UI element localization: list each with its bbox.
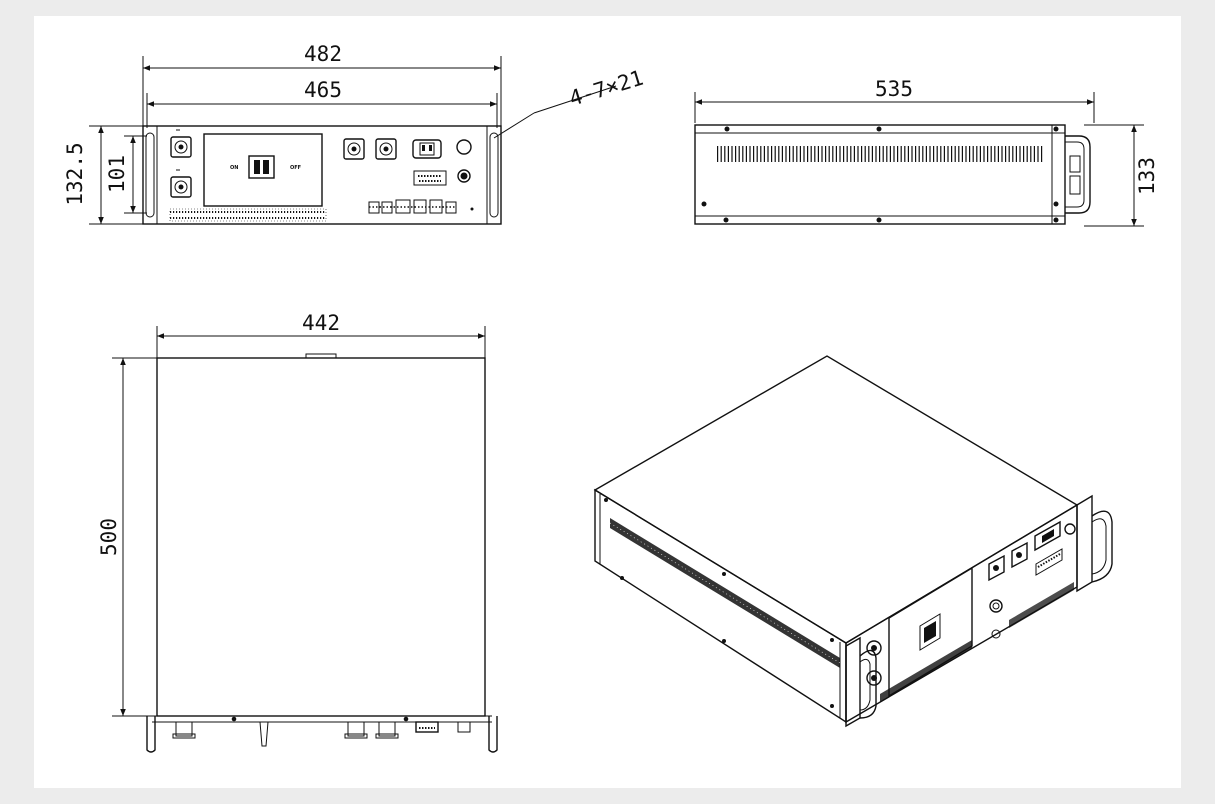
label-465: 465	[304, 78, 342, 102]
label-101: 101	[105, 155, 129, 193]
label-500: 500	[97, 518, 121, 556]
dim-rack-width: 465	[146, 78, 498, 128]
label-535: 535	[875, 77, 913, 101]
dim-heights-front: 132.5 101	[63, 125, 147, 225]
hole-spec-callout: 4-7×21	[493, 66, 646, 139]
label-133: 133	[1135, 157, 1159, 195]
side-view: 535 133	[694, 77, 1159, 227]
switch-off-label: OFF	[290, 165, 301, 171]
front-vent	[169, 208, 327, 222]
front-connectors-left	[170, 129, 192, 198]
breaker-panel: ON OFF	[203, 133, 323, 207]
front-connectors-mid	[343, 138, 474, 214]
switch-on-label: ON	[230, 165, 238, 171]
label-442: 442	[302, 311, 340, 335]
top-view: 442 500	[97, 311, 498, 753]
dim-overall-width: 482	[142, 42, 502, 128]
technical-drawing: 482 465 132.5 101	[63, 42, 1159, 753]
drawing-sheet: 482 465 132.5 101	[34, 16, 1181, 788]
front-view: 482 465 132.5 101	[63, 42, 646, 225]
label-hole-spec: 4-7×21	[566, 66, 646, 111]
label-132-5: 132.5	[63, 142, 87, 205]
isometric-view	[593, 355, 1113, 728]
label-482: 482	[304, 42, 342, 66]
